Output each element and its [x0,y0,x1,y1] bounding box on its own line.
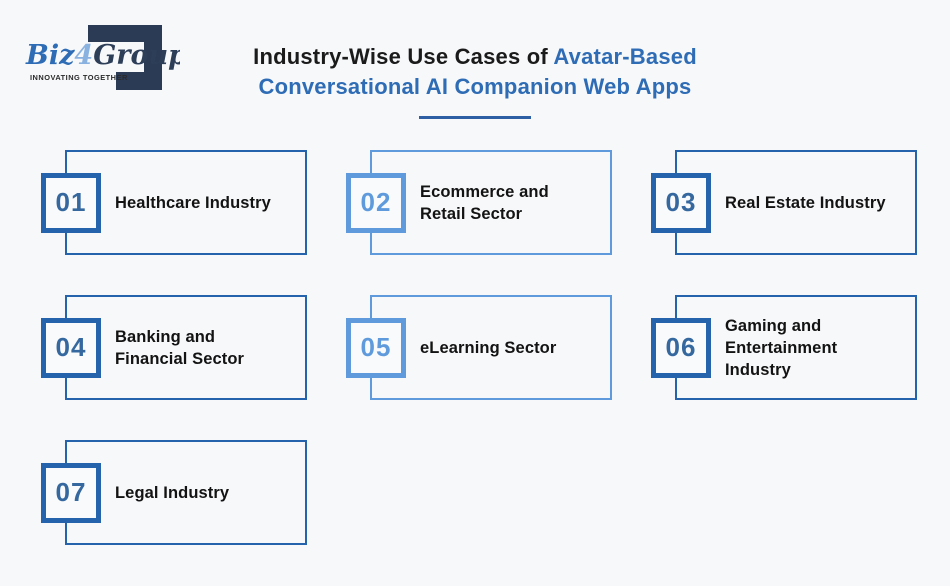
industry-card-banking-financial: 04 Banking and Financial Sector [41,295,307,400]
card-number-badge: 01 [41,172,101,233]
card-number-badge: 02 [346,172,406,233]
title-highlight: Avatar-Based [553,44,697,69]
industry-card-legal: 07 Legal Industry [41,440,307,545]
card-number-badge: 05 [346,317,406,378]
industry-card-gaming-entertainment: 06 Gaming and Entertainment Industry [651,295,917,400]
card-label: eLearning Sector [420,338,557,357]
card-label: Real Estate Industry [725,193,886,212]
card-number-badge: 06 [651,317,711,378]
industry-card-ecommerce-retail: 02 Ecommerce and Retail Sector [346,150,612,255]
title-line-1: Industry-Wise Use Cases of Avatar-Based [0,42,950,72]
card-label: Gaming and Entertainment Industry [725,316,838,379]
logo-tagline: INNOVATING TOGETHER [30,73,128,82]
card-number-badge: 03 [651,172,711,233]
card-label: Healthcare Industry [115,193,271,212]
title-underline [419,116,531,119]
title-line-2: Conversational AI Companion Web Apps [258,74,692,99]
card-label: Banking and Financial Sector [115,327,245,368]
industry-card-healthcare: 01 Healthcare Industry [41,150,307,255]
title-prefix: Industry-Wise Use Cases of [253,44,554,69]
card-label: Ecommerce and Retail Sector [420,182,549,223]
logo-wordmark: Biz4Group [25,40,180,71]
card-label: Legal Industry [115,483,230,502]
card-number-badge: 07 [41,462,101,523]
logo-bracket-shape [88,25,162,90]
industry-card-elearning: 05 eLearning Sector [346,295,612,400]
page-title: Industry-Wise Use Cases of Avatar-Based … [0,42,950,119]
industry-card-real-estate: 03 Real Estate Industry [651,150,917,255]
biz4group-logo: Biz4Group INNOVATING TOGETHER [20,16,187,106]
card-number-badge: 04 [41,317,101,378]
logo-graphic: Biz4Group INNOVATING TOGETHER [25,25,187,90]
